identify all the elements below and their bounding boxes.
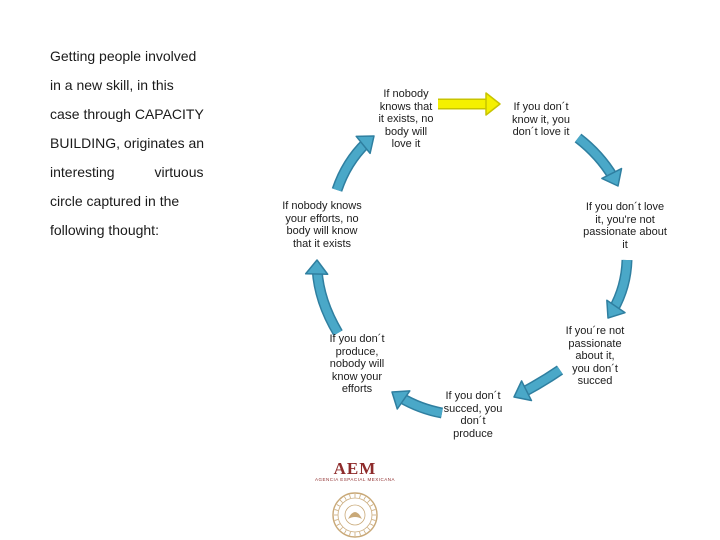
seal-tick: [367, 527, 371, 531]
node-line: succed: [577, 375, 613, 387]
arrow-head: [355, 135, 375, 155]
node-line: body will know: [286, 225, 358, 237]
intro-line: BUILDING, originates an: [50, 135, 205, 151]
seal-tick: [336, 504, 341, 507]
seal-ring: [344, 504, 366, 526]
node-line: produce,: [335, 345, 379, 358]
node-line: know it, you: [511, 113, 571, 126]
arrow-shaft: [312, 259, 342, 336]
node-line: If nobody: [383, 88, 429, 100]
node-line: that it exists: [292, 237, 352, 250]
node-line: passionate about: [583, 226, 667, 238]
node-line: passionate: [568, 337, 622, 350]
seal-emblem: [348, 512, 362, 519]
arrow-head: [485, 92, 501, 116]
node-line: efforts: [341, 383, 373, 395]
node-left-bottom: If you don´t produce, nobody will know y…: [320, 333, 394, 396]
node-line: know your: [331, 370, 383, 383]
node-line: it: [622, 238, 628, 251]
node-line: If you don´t: [513, 101, 569, 113]
node-top-right: If you don´t know it, you don´t love it: [503, 101, 579, 139]
arrow-shaft: [389, 388, 443, 417]
aem-logo: AEM AGENCIA ESPACIAL MEXICANA: [300, 455, 410, 540]
arrow-shaft: [512, 366, 563, 401]
node-line: produce: [453, 427, 493, 440]
node-line: don´t love it: [512, 126, 570, 138]
arrow-left-to-top: [331, 131, 378, 192]
seal-tick: [349, 531, 351, 536]
arrow-shaft: [575, 134, 622, 188]
seal-ring: [337, 497, 373, 533]
node-line: it, you're not: [595, 213, 655, 226]
node-line: nobody will: [329, 358, 385, 370]
arrow-top-right-to-right: [574, 133, 623, 189]
logo-subtitle: AGENCIA ESPACIAL MEXICANA: [314, 477, 396, 482]
node-line: about it,: [575, 350, 615, 362]
intro-line: case through CAPACITY: [50, 106, 204, 122]
seal-tick: [359, 494, 361, 499]
seal-tick: [367, 499, 371, 503]
seal-tick: [336, 523, 341, 526]
node-bottom: If you don´t succed, you don´t produce: [437, 390, 509, 440]
seal-tick: [334, 509, 339, 511]
intro-line: interesting virtuous: [50, 164, 204, 180]
node-left: If nobody knows your efforts, no body wi…: [276, 200, 368, 250]
seal-tick: [359, 531, 361, 536]
seal-tick: [369, 523, 374, 526]
intro-line: in a new skill, in this: [50, 77, 174, 93]
intro-line: circle captured in the: [50, 193, 180, 209]
node-line: succed, you: [443, 402, 503, 415]
node-line: don´t: [460, 415, 486, 427]
seal-tick: [349, 494, 351, 499]
seal-tick: [371, 509, 376, 511]
seal-tick: [344, 529, 347, 534]
arrow-left-bottom-to-left: [304, 259, 343, 336]
node-line: it exists, no: [378, 113, 434, 125]
seal-tick: [344, 496, 347, 501]
arrow-shaft: [604, 259, 631, 321]
intro-line: following thought:: [50, 222, 159, 238]
seal-ring: [332, 492, 378, 538]
seal-tick: [334, 519, 339, 521]
seal-icon: [332, 492, 378, 538]
arrow-head: [601, 167, 623, 187]
arrow-shaft: [333, 132, 377, 192]
intro-line: Getting people involved: [50, 48, 197, 64]
seal-tick: [363, 496, 366, 501]
node-line: love it: [391, 138, 421, 150]
node-line: your efforts, no: [285, 212, 359, 225]
node-line: you don´t: [572, 362, 618, 375]
arrow-bottom-right-to-bottom: [511, 365, 564, 402]
node-bottom-right: If you´re not passionate about it, you d…: [558, 325, 632, 388]
seal-tick: [339, 499, 343, 503]
node-line: If you don´t love: [585, 201, 665, 213]
node-line: If nobody knows: [282, 200, 362, 212]
node-line: knows that: [379, 100, 433, 113]
seal-tick: [369, 504, 374, 507]
node-line: body will: [384, 125, 428, 138]
arrow-top-to-top-right: [438, 92, 501, 116]
arrow-right-to-bottom-right: [603, 259, 633, 322]
node-top: If nobody knows that it exists, no body …: [370, 88, 442, 151]
seal-tick: [363, 529, 366, 534]
arrow-head: [513, 380, 533, 402]
logo-title: AEM: [333, 459, 377, 478]
node-line: If you´re not: [565, 325, 625, 337]
seal-tick: [371, 519, 376, 521]
arrow-head: [606, 299, 626, 319]
arrow-head: [304, 259, 329, 276]
arrow-bottom-to-left-bottom: [388, 387, 444, 419]
seal-tick: [339, 527, 343, 531]
arrow-head: [391, 390, 411, 410]
node-line: If you don´t: [329, 333, 385, 345]
node-right: If you don´t love it, you're not passion…: [575, 201, 675, 251]
intro-paragraph: Getting people involved in a new skill, …: [50, 42, 208, 245]
node-line: If you don´t: [445, 390, 501, 402]
